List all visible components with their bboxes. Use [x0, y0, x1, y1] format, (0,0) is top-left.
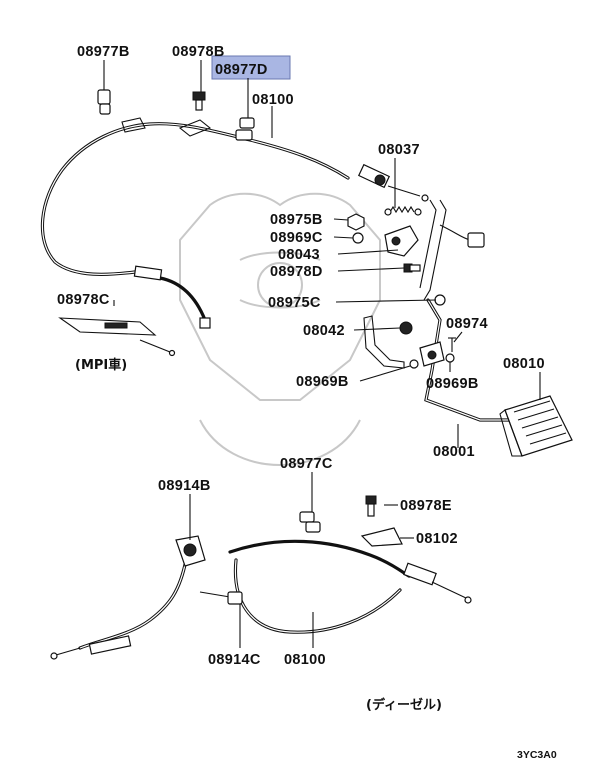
bracket-08969B-left [363, 315, 405, 369]
clip-08977C [299, 511, 321, 533]
pedal-arm [419, 294, 522, 422]
bolt-08978B [192, 91, 206, 111]
part-labels: 08977B 08978B 08977D 08100 08037 08975B … [57, 44, 545, 668]
lower-cable [50, 539, 472, 660]
label-08037: 08037 [378, 142, 420, 158]
label-08975B: 08975B [270, 212, 323, 228]
bracket-08914C [199, 591, 243, 605]
label-08969B-right: 08969B [426, 376, 479, 392]
label-08042: 08042 [303, 323, 345, 339]
diagram-code: 3YC3A0 [517, 749, 557, 761]
pin-08974 [448, 337, 456, 352]
caption-mpi: (MPI車) [75, 357, 127, 373]
label-08977D: 08977D [215, 62, 268, 78]
bolt-08978D [403, 263, 421, 273]
bracket-08914B [175, 535, 206, 567]
upper-cable [40, 122, 429, 329]
pedal-bracket [384, 199, 485, 301]
label-08975C: 08975C [268, 295, 321, 311]
washer-08969B [409, 353, 455, 369]
label-08977B: 08977B [77, 44, 130, 60]
bracket-08102 [360, 527, 403, 547]
label-08969C: 08969C [270, 230, 323, 246]
label-08978B: 08978B [172, 44, 225, 60]
bolt-08978E [365, 495, 377, 517]
captions: (MPI車) (ディーゼル) 3YC3A0 [75, 357, 557, 761]
label-08010: 08010 [503, 356, 545, 372]
leader-lines [103, 60, 541, 648]
label-08978D: 08978D [270, 264, 323, 280]
label-08974: 08974 [446, 316, 488, 332]
label-08102: 08102 [416, 531, 458, 547]
label-08969B-left: 08969B [296, 374, 349, 390]
label-08977C: 08977C [280, 456, 333, 472]
clip-08977D [235, 117, 255, 141]
label-08100-bottom: 08100 [284, 652, 326, 668]
washer-08969C [352, 232, 364, 244]
clip-08977B [97, 89, 111, 115]
label-08001: 08001 [433, 444, 475, 460]
spring-08037 [384, 205, 422, 216]
label-08043: 08043 [278, 247, 320, 263]
cable-bracket-upper [121, 117, 212, 137]
stopper-08042 [399, 321, 413, 335]
nut-08975B [347, 213, 365, 231]
pedal-pad-08010 [499, 395, 573, 457]
label-08914B: 08914B [158, 478, 211, 494]
watermark-emblem [179, 192, 381, 466]
label-08914C: 08914C [208, 652, 261, 668]
mpi-bracket [58, 317, 176, 357]
label-08978E: 08978E [400, 498, 452, 514]
label-08978C: 08978C [57, 292, 110, 308]
highlight-box [211, 55, 291, 80]
caption-diesel: (ディーゼル) [366, 697, 442, 713]
label-08100-top: 08100 [252, 92, 294, 108]
